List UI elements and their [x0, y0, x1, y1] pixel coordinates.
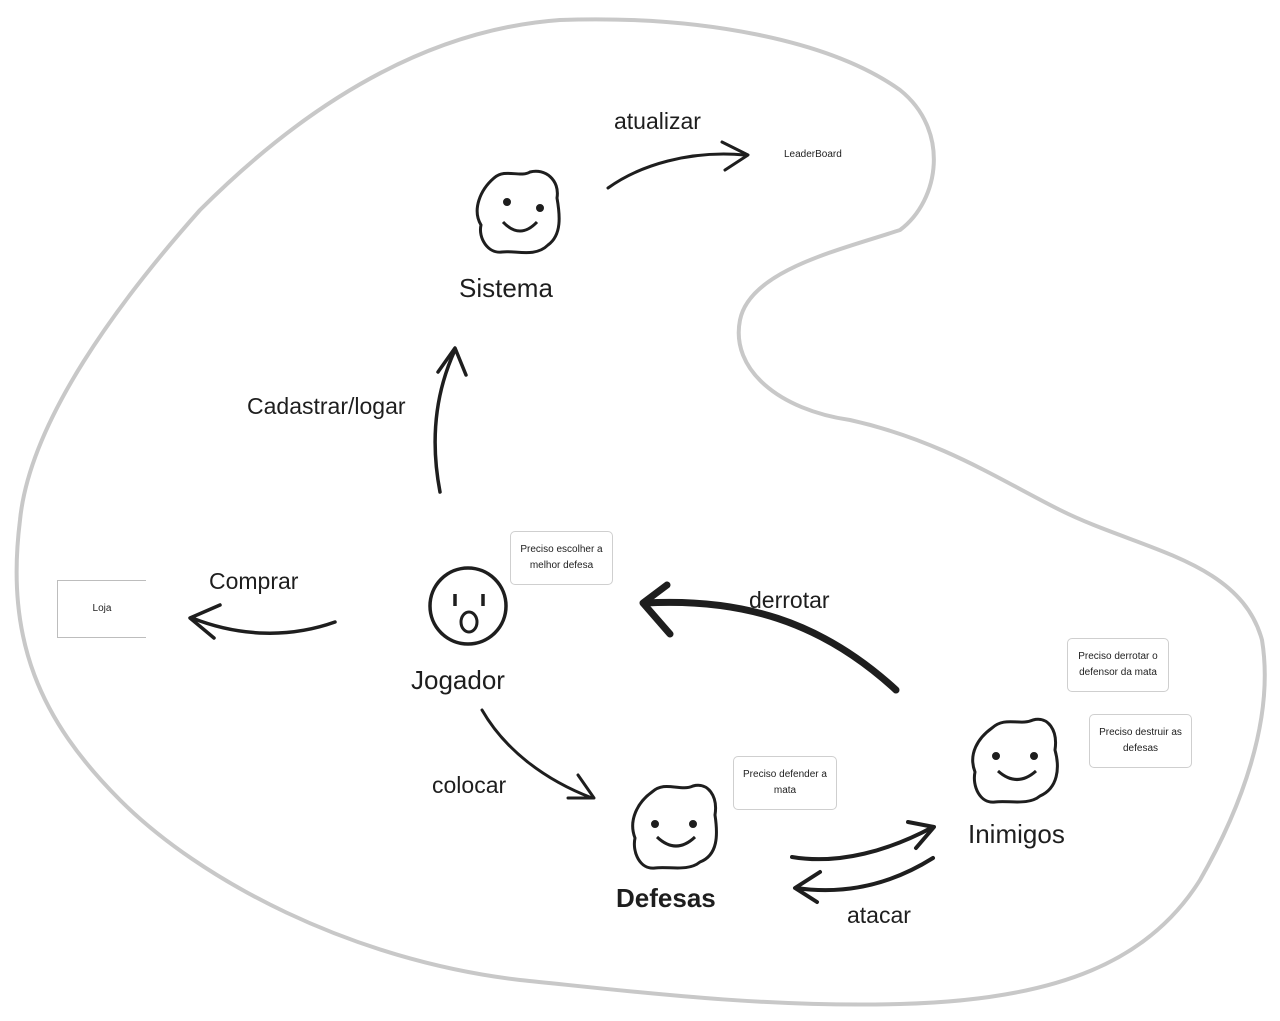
arrow-derrotar — [641, 598, 900, 694]
edge-label-atualizar: atualizar — [614, 108, 701, 134]
speech-bubble-jogador: Preciso escolher a melhor defesa — [510, 531, 613, 585]
loja-box: Loja — [57, 580, 146, 638]
arrowhead-comprar — [188, 603, 222, 640]
edge-label-comprar: Comprar — [209, 568, 299, 594]
inimigos-face-icon — [971, 717, 1059, 804]
edge-label-derrotar: derrotar — [749, 587, 830, 613]
edge-label-atacar: atacar — [847, 902, 911, 928]
arrowhead-cadastrar — [436, 346, 468, 377]
leaderboard-label: LeaderBoard — [784, 149, 842, 160]
arrow-atacar — [794, 856, 935, 893]
edge-label-colocar: colocar — [432, 772, 507, 798]
actor-label-inimigos: Inimigos — [968, 819, 1065, 849]
arrowhead-atualizar — [720, 140, 750, 172]
arrow-comprar — [190, 616, 337, 635]
arrowhead-colocar — [566, 773, 596, 800]
arrowhead-defesas-to-inimigos — [906, 820, 936, 850]
arrow-defesas-to-inimigos — [790, 825, 935, 862]
actor-label-jogador: Jogador — [411, 665, 505, 695]
boundary-outline — [14, 17, 1267, 1007]
arrowhead-derrotar — [639, 581, 674, 638]
speech-bubble-defesas: Preciso defender a mata — [733, 756, 837, 810]
sistema-face-icon — [475, 169, 561, 255]
arrow-atualizar — [606, 152, 747, 190]
defesas-face-icon — [631, 783, 718, 870]
speech-bubble-inimigos-2: Preciso destruir as defesas — [1089, 714, 1192, 768]
actor-label-defesas: Defesas — [616, 883, 716, 913]
actor-label-sistema: Sistema — [459, 273, 553, 303]
speech-bubble-inimigos-1: Preciso derrotar o defensor da mata — [1067, 638, 1169, 692]
jogador-face-icon — [428, 566, 508, 646]
arrow-cadastrar — [433, 348, 457, 494]
arrow-colocar — [480, 708, 594, 800]
arrowhead-atacar — [793, 870, 822, 904]
edge-label-cadastrar: Cadastrar/logar — [247, 393, 406, 419]
